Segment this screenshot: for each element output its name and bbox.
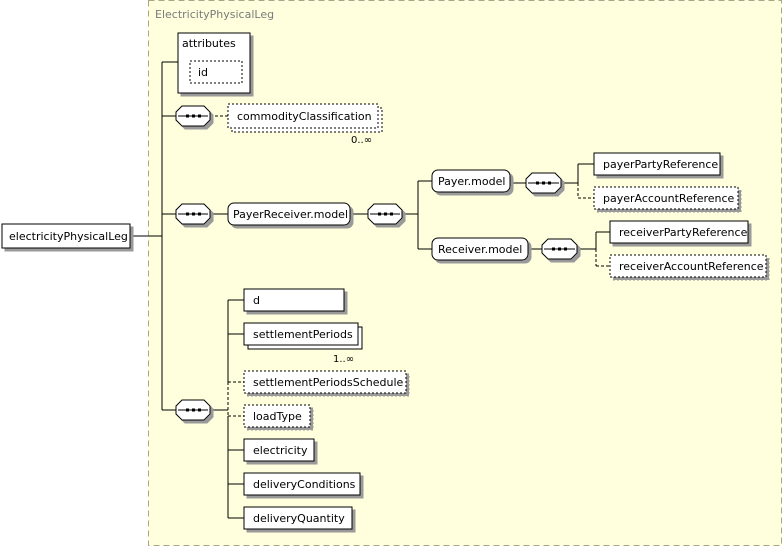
element-label: settlementPeriodsSchedule (253, 376, 404, 389)
element-payer-party-reference[interactable]: payerPartyReference (593, 152, 721, 176)
element-delivery-quantity[interactable]: deliveryQuantity (243, 506, 353, 530)
group-label: PayerReceiver.model (233, 208, 348, 221)
sequence-compositor-icon[interactable] (175, 203, 211, 225)
group-receiver-model[interactable]: Receiver.model (431, 237, 529, 261)
sequence-compositor-icon[interactable] (175, 399, 211, 421)
container-title: ElectricityPhysicalLeg (155, 8, 274, 21)
element-receiver-account-reference[interactable]: receiverAccountReference (609, 254, 767, 278)
group-payer-receiver-model[interactable]: PayerReceiver.model (227, 202, 351, 226)
element-label: loadType (253, 410, 302, 423)
element-delivery-conditions[interactable]: deliveryConditions (243, 472, 361, 496)
element-label: deliveryConditions (253, 478, 356, 491)
root-element-electricity-physical-leg[interactable]: electricityPhysicalLeg (1, 223, 131, 249)
group-label: Payer.model (438, 175, 505, 188)
element-payer-account-reference[interactable]: payerAccountReference (593, 186, 739, 210)
group-label: Receiver.model (438, 243, 522, 256)
element-label: deliveryQuantity (253, 512, 345, 525)
element-delivery-periods[interactable]: d (243, 288, 345, 312)
attribute-id[interactable] (189, 60, 243, 84)
element-receiver-party-reference[interactable]: receiverPartyReference (609, 220, 749, 244)
element-commodity-classification[interactable]: commodityClassification (227, 103, 383, 133)
element-load-type[interactable]: loadType (243, 404, 311, 428)
element-label: receiverPartyReference (619, 226, 748, 239)
element-label: payerAccountReference (603, 192, 735, 205)
root-element-label: electricityPhysicalLeg (9, 230, 128, 243)
element-label: commodityClassification (237, 110, 372, 123)
attributes-header: attributes (182, 37, 236, 50)
attribute-id-label: id (198, 66, 208, 79)
sequence-compositor-icon[interactable] (367, 203, 403, 225)
attributes-box[interactable]: attributes id (177, 32, 251, 94)
sequence-compositor-icon[interactable] (525, 172, 562, 194)
element-settlement-periods-schedule[interactable]: settlementPeriodsSchedule (243, 370, 407, 394)
group-payer-model[interactable]: Payer.model (431, 169, 511, 193)
element-label: settlementPeriods (253, 328, 353, 341)
element-electricity[interactable]: electricity (243, 438, 315, 462)
element-label: receiverAccountReference (619, 260, 764, 273)
cardinality-label: 0..∞ (351, 135, 372, 146)
connector-lines (132, 61, 610, 519)
element-label: payerPartyReference (603, 158, 718, 171)
cardinality-label: 1..∞ (333, 354, 354, 365)
element-label: d (253, 294, 260, 307)
element-settlement-periods[interactable]: settlementPeriods (243, 322, 363, 350)
element-label: electricity (253, 444, 308, 457)
sequence-compositor-icon[interactable] (175, 105, 211, 127)
sequence-compositor-icon[interactable] (541, 238, 578, 260)
